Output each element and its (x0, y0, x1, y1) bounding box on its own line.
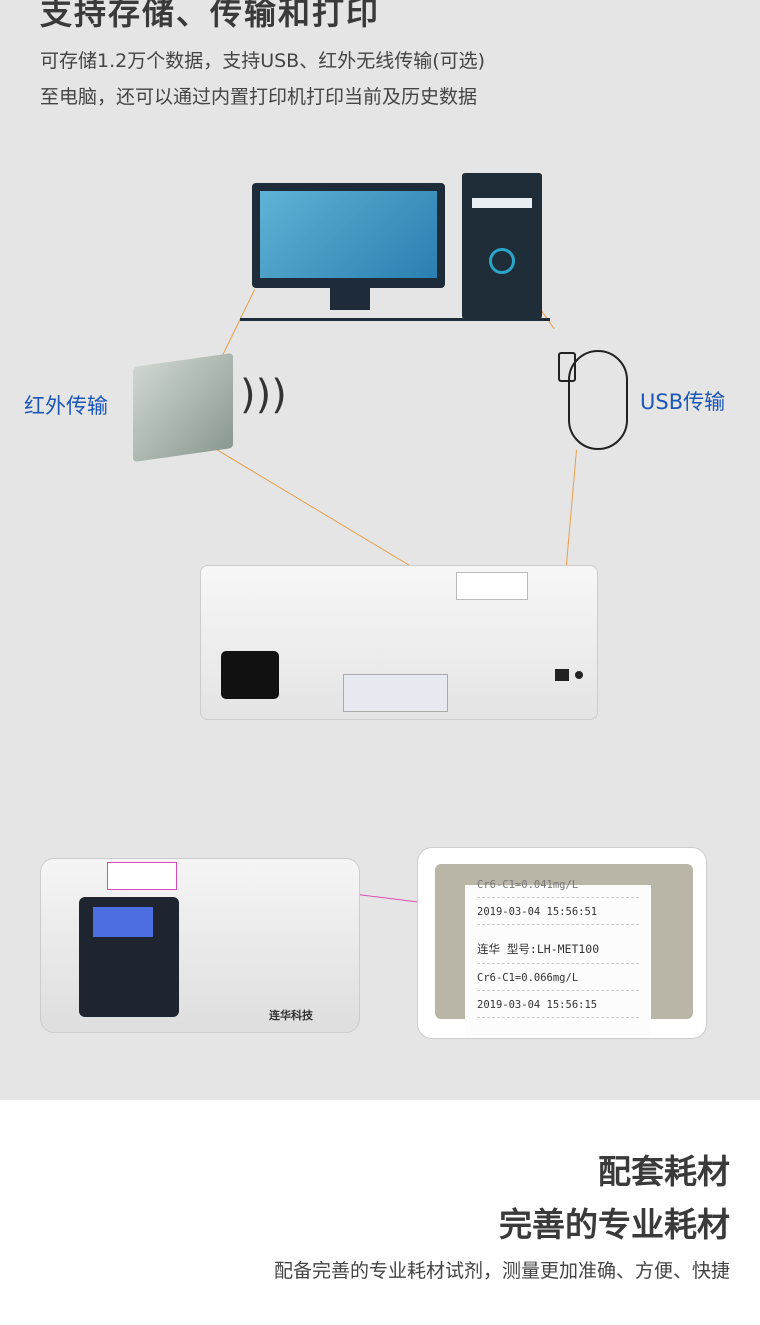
usb-port (555, 669, 569, 681)
monitor-stand (330, 288, 370, 310)
printer-outlet (107, 862, 177, 890)
printout-time: 2019-03-04 15:56:15 (477, 999, 639, 1018)
printout-result: Cr6-C1=0.066mg/L (477, 972, 639, 991)
nameplate (343, 674, 448, 712)
printer-slot (456, 572, 528, 600)
power-socket (221, 651, 279, 699)
desk-line (240, 318, 550, 321)
printout-time: 2019-03-04 15:56:51 (477, 906, 639, 925)
printout-model: 连华 型号:LH-MET100 (477, 933, 639, 964)
brand-logo: 连华科技 (269, 1009, 313, 1022)
infrared-module (133, 352, 233, 463)
power-port (575, 671, 583, 679)
section2-subtitle: 完善的专业耗材 (499, 1205, 730, 1244)
instrument-front-view: 连华科技 (40, 858, 360, 1033)
section-title: 支持存储、传输和打印 (40, 0, 381, 32)
printout-photo: Cr6-C1=0.041mg/L 2019-03-04 15:56:51 连华 … (418, 848, 706, 1038)
control-panel (79, 897, 179, 1017)
section-desc-1: 可存储1.2万个数据，支持USB、红外无线传输(可选) (40, 50, 486, 72)
computer-monitor (252, 183, 445, 288)
instrument-rear-view (200, 565, 598, 720)
section-desc-2: 至电脑，还可以通过内置打印机打印当前及历史数据 (40, 86, 478, 108)
section2-desc: 配备完善的专业耗材试剂，测量更加准确、方便、快捷 (273, 1260, 730, 1282)
wireless-signal-icon: ))) (240, 372, 287, 418)
computer-tower (462, 173, 542, 319)
usb-label: USB传输 (640, 390, 726, 414)
infrared-label: 红外传输 (24, 394, 108, 418)
printout-line: Cr6-C1=0.041mg/L (477, 879, 639, 898)
section2-title: 配套耗材 (598, 1152, 730, 1191)
usb-cable (568, 350, 628, 450)
